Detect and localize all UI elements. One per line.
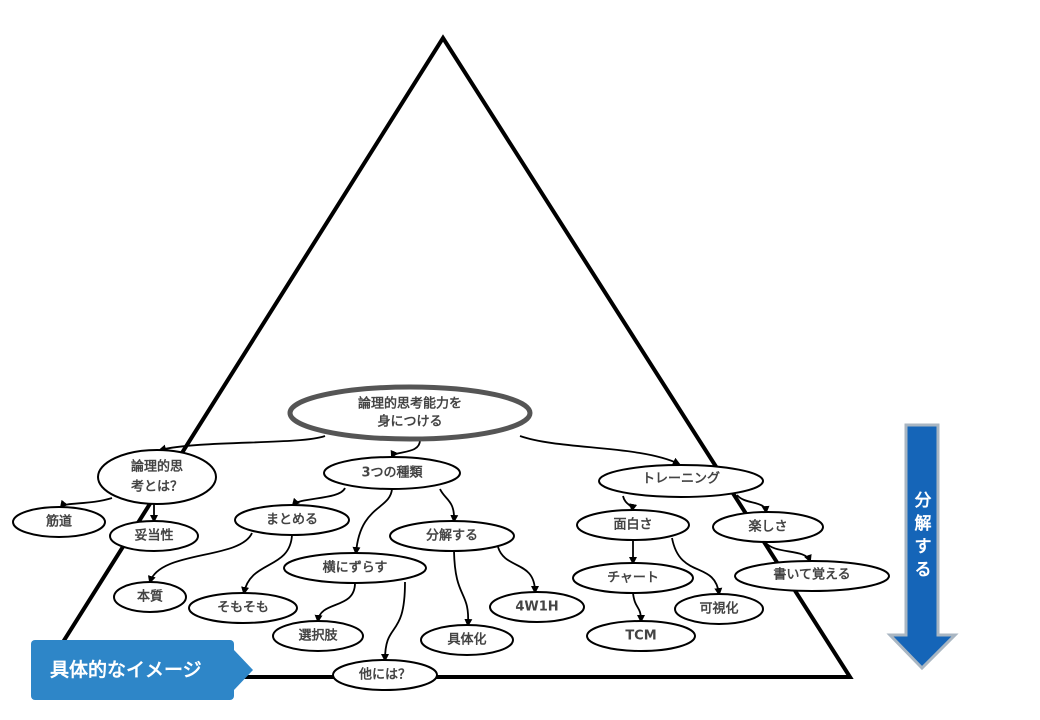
node-hokaniha: 他には？: [332, 659, 438, 691]
node-label: 論理的思: [131, 459, 183, 475]
node-omoshirosa: 面白さ: [576, 509, 690, 541]
node-label: 具体化: [447, 632, 486, 648]
node-gutaika: 具体化: [420, 624, 514, 656]
node-label: チャート: [607, 571, 659, 586]
node-label: 分解する: [426, 528, 478, 544]
node-label: トレーニング: [642, 471, 720, 487]
root-line1: 論理的思考能力を: [358, 396, 462, 412]
node-what-is: 論理的思 考とは？: [97, 449, 217, 505]
node-tcm: TCM: [586, 620, 696, 652]
concrete-image-label-pointer: [234, 650, 253, 690]
edges: [59, 435, 812, 662]
node-label: 筋道: [45, 514, 72, 530]
node-honshitsu: 本質: [113, 581, 187, 613]
root-line2: 身につける: [377, 414, 442, 430]
node-label: TCM: [625, 629, 656, 644]
concrete-image-label-box: [31, 640, 234, 700]
node-label: 妥当性: [134, 528, 173, 544]
node-tanoshisa: 楽しさ: [712, 511, 824, 543]
node-label: 横にずらす: [323, 560, 388, 576]
node-4w1h: 4W1H: [489, 591, 585, 623]
node-kashika: 可視化: [674, 593, 764, 625]
node-kaite: 書いて覚える: [734, 560, 890, 592]
node-training: トレーニング: [598, 464, 764, 498]
concrete-image-label: 具体的なイメージ: [50, 659, 202, 681]
node-label: 選択肢: [298, 628, 338, 644]
node-label: 4W1H: [515, 600, 558, 615]
node-label: 考とは？: [131, 479, 183, 495]
node-three-types: 3つの種類: [323, 456, 461, 490]
node-label: 他には？: [358, 667, 411, 683]
node-sentakushi: 選択肢: [272, 620, 364, 652]
node-chart: チャート: [572, 562, 694, 594]
node-sujimichi: 筋道: [12, 506, 106, 538]
decompose-label: 分解する: [914, 491, 932, 580]
node-label: 3つの種類: [361, 465, 423, 481]
node-label: 可視化: [699, 601, 738, 617]
node-yoko: 横にずらす: [283, 552, 427, 584]
pyramid-triangle: [37, 34, 854, 679]
node-label: そもそも: [217, 601, 269, 616]
node-label: 本質: [137, 589, 163, 605]
node-bunkai: 分解する: [389, 520, 515, 552]
node-label: 面白さ: [613, 517, 652, 533]
root-node: 論理的思考能力を 身につける: [287, 384, 533, 442]
node-label: 楽しさ: [747, 519, 787, 535]
node-matomeru: まとめる: [234, 504, 350, 536]
decompose-down-arrow: [886, 423, 959, 671]
node-label: 書いて覚える: [773, 567, 850, 583]
node-label: まとめる: [266, 513, 318, 528]
node-datousei: 妥当性: [109, 520, 199, 552]
node-somosomo: そもそも: [188, 592, 298, 624]
